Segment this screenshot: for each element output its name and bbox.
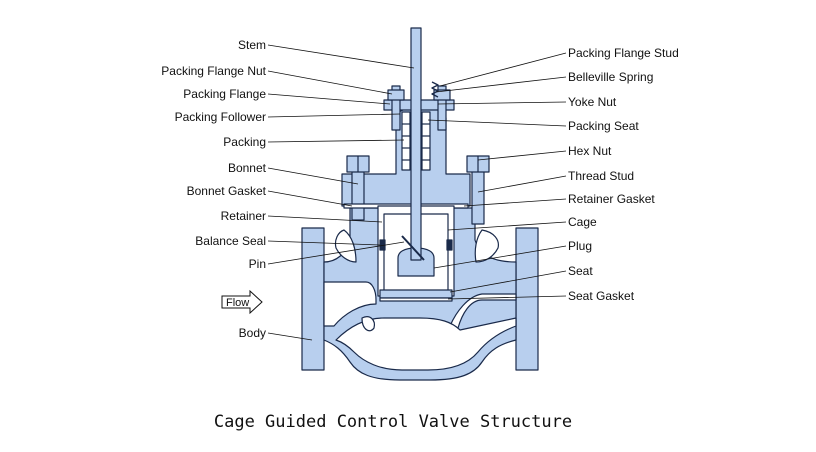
flow-label: Flow <box>226 297 249 309</box>
label-balance-seal: Balance Seal <box>195 234 266 248</box>
seat-gasket <box>379 297 453 302</box>
belleville-spring <box>431 81 439 98</box>
label-packing: Packing <box>223 135 266 149</box>
label-packing-follower: Packing Follower <box>175 110 266 124</box>
balance-seal-right <box>446 239 453 251</box>
left-labels: Stem Packing Flange Nut Packing Flange P… <box>161 38 266 340</box>
seat <box>379 289 453 299</box>
lower-passage <box>335 317 517 371</box>
body-right-flange <box>515 227 539 371</box>
label-seat-gasket: Seat Gasket <box>568 289 635 303</box>
label-retainer: Retainer <box>221 209 266 223</box>
diagram-caption: Cage Guided Control Valve Structure <box>214 412 572 432</box>
left-leaders <box>267 44 415 341</box>
label-belleville-spring: Belleville Spring <box>568 70 653 84</box>
body-drain-hole <box>361 316 375 332</box>
packing-stack <box>401 111 431 171</box>
stem <box>410 27 422 261</box>
packing-nut-left <box>387 89 405 101</box>
label-retainer-gasket: Retainer Gasket <box>568 192 655 206</box>
packing-stud-right <box>437 85 447 131</box>
right-leaders <box>427 52 567 300</box>
flow-arrow: Flow <box>221 289 263 315</box>
right-cavity <box>474 229 499 263</box>
label-packing-flange-nut: Packing Flange Nut <box>161 64 266 78</box>
label-thread-stud: Thread Stud <box>568 169 634 183</box>
flow-arrow-icon <box>221 289 263 315</box>
label-hex-nut: Hex Nut <box>568 144 612 158</box>
pin <box>401 235 425 261</box>
packing-stud-left <box>391 85 401 131</box>
label-body: Body <box>239 326 266 340</box>
label-plug: Plug <box>568 239 592 253</box>
label-pin: Pin <box>249 257 266 271</box>
label-yoke-nut: Yoke Nut <box>568 95 617 109</box>
body-left-flange <box>301 227 325 371</box>
valve-drawing <box>301 27 539 381</box>
label-cage: Cage <box>568 215 597 229</box>
label-packing-flange: Packing Flange <box>183 87 266 101</box>
inlet-passage <box>323 281 377 327</box>
label-packing-seat: Packing Seat <box>568 119 639 133</box>
label-bonnet-gasket: Bonnet Gasket <box>187 184 267 198</box>
label-packing-flange-stud: Packing Flange Stud <box>568 46 679 60</box>
right-labels: Packing Flange Stud Belleville Spring Yo… <box>568 46 679 303</box>
label-seat: Seat <box>568 264 593 278</box>
left-cavity <box>334 229 357 263</box>
label-bonnet: Bonnet <box>228 161 267 175</box>
label-stem: Stem <box>238 38 266 52</box>
